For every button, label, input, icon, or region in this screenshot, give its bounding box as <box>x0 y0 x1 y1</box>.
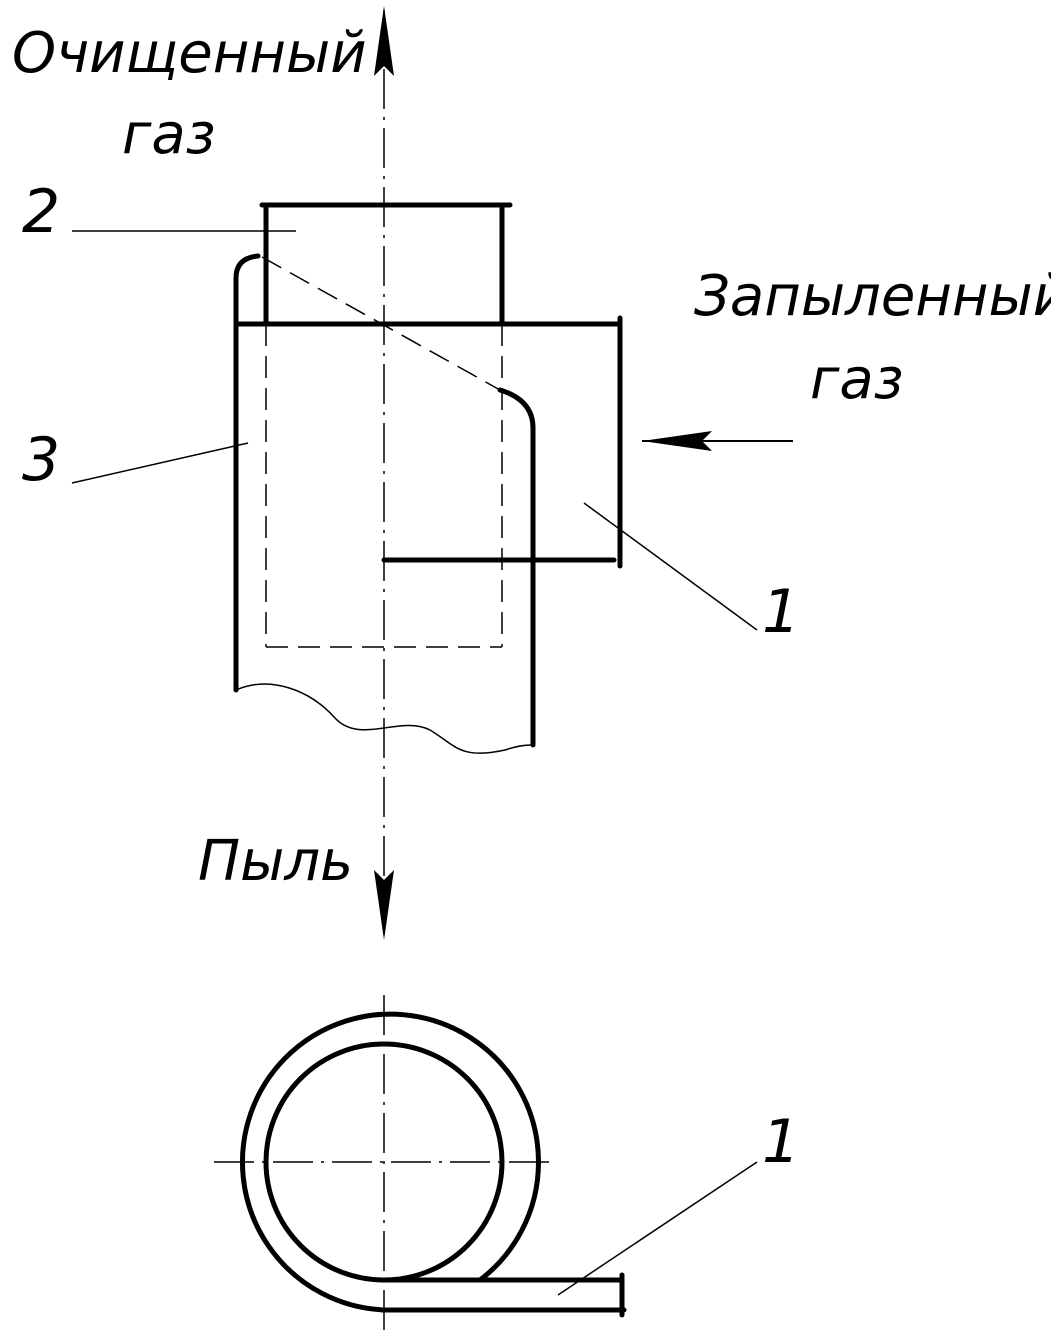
callout-outlet-pipe: 2 <box>22 177 60 247</box>
inlet-pipe <box>381 315 623 569</box>
outlet-pipe-hidden <box>265 324 503 648</box>
clean-gas-arrow-icon <box>374 6 394 76</box>
dusty-gas-label-line2: газ <box>810 347 904 412</box>
outlet-pipe <box>259 202 513 327</box>
callout-inlet-pipe-front: 1 <box>762 577 800 647</box>
dust-label: Пыль <box>198 829 353 894</box>
cyclone-body <box>233 253 623 748</box>
leader-line-1-top <box>557 1161 758 1296</box>
callout-inlet-pipe-top: 1 <box>762 1107 800 1177</box>
break-line <box>235 683 534 754</box>
clean-gas-label-line1: Очищенный <box>12 21 367 86</box>
body-spiral-circle <box>240 1011 627 1313</box>
dusty-gas-label-line1: Запыленный <box>694 264 1051 329</box>
leader-line-3 <box>71 442 249 484</box>
top-view <box>214 995 627 1335</box>
clean-gas-label-line2: газ <box>122 102 216 167</box>
dust-arrow-icon <box>374 870 394 940</box>
callout-body: 3 <box>22 425 60 495</box>
dusty-gas-arrow-icon <box>642 431 793 451</box>
leader-line-1-front <box>583 502 758 631</box>
